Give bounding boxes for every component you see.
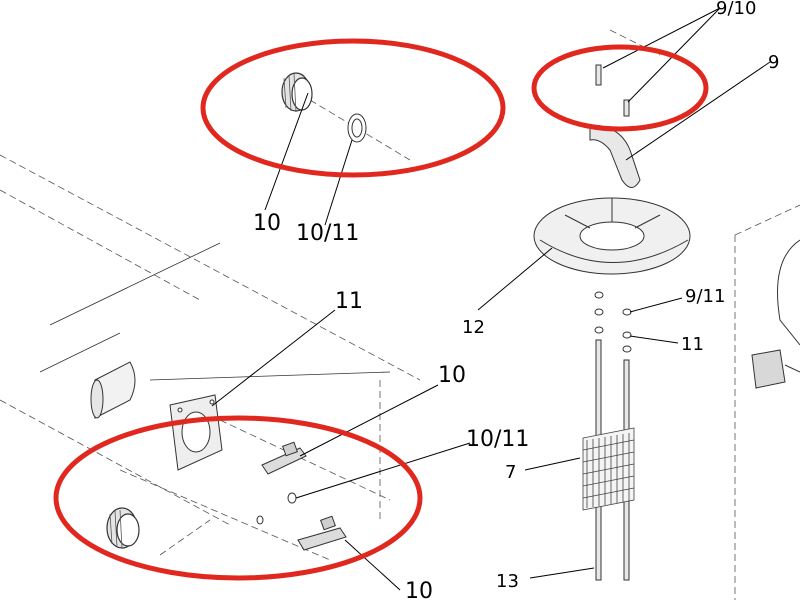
callout-label: 11 (335, 289, 363, 314)
bracket-plate (169, 394, 223, 471)
washer-small-parts (256, 113, 367, 525)
lever-part-lower (297, 515, 347, 551)
washer-stack (594, 291, 632, 353)
highlight-ellipse-bottom (53, 415, 423, 581)
callout-label: 7 (505, 462, 516, 483)
callout-labels: 9/10 9 10 10/11 11 10 10/11 12 9/11 11 7… (253, 0, 779, 600)
highlight-ellipses (53, 38, 709, 581)
callout-label: 9/10 (716, 0, 756, 19)
callout-label: 10/11 (296, 221, 359, 246)
highlight-ellipse-top-right (531, 44, 709, 132)
callout-label: 9/11 (685, 286, 725, 307)
knurled-nut-top (281, 72, 313, 113)
callout-label: 12 (462, 317, 485, 338)
lever-part-upper (261, 441, 307, 475)
highlight-ellipse-top-left (200, 38, 506, 178)
flange-disk (533, 197, 691, 275)
callout-label: 10 (253, 211, 281, 236)
support-bracket (589, 124, 641, 188)
callout-label: 13 (496, 571, 519, 592)
callout-label: 10 (438, 363, 466, 388)
mesh-basket (582, 427, 635, 511)
callout-label: 10 (405, 579, 433, 600)
pins-top (595, 64, 630, 117)
callout-label: 10/11 (466, 427, 529, 452)
callout-label: 11 (681, 334, 704, 355)
leader-lines (211, 7, 771, 591)
knurled-nut-bottom (106, 507, 140, 549)
shaft-outline-lines (39, 242, 391, 381)
callout-label: 9 (768, 52, 779, 73)
partial-clamp-part (751, 239, 800, 389)
tube-part (90, 361, 136, 419)
